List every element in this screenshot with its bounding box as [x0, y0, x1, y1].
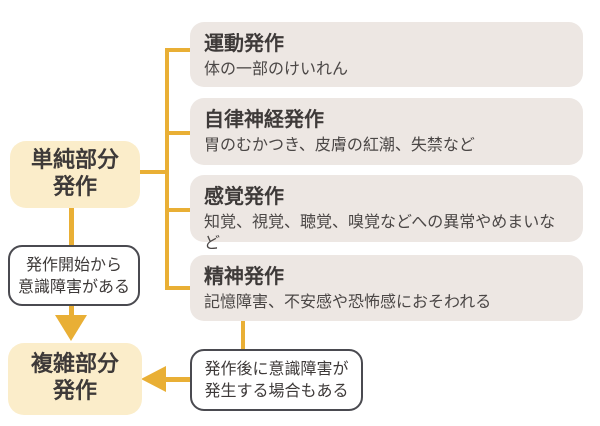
arrow-left-icon [141, 366, 166, 392]
category-description: 知覚、視覚、聴覚、嗅覚などへの異常やめまいなど [204, 212, 556, 252]
complex-partial-seizure-node: 複雑部分 発作 [8, 343, 142, 415]
simple-partial-label-line2: 発作 [52, 174, 97, 200]
note-line2: 発生する場合もある [204, 381, 349, 400]
category-psychic-seizure: 精神発作 記憶障害、不安感や恐怖感におそわれる [190, 255, 583, 321]
connector-psychic-to-note [241, 321, 245, 351]
category-motor-seizure: 運動発作 体の一部のけいれん [190, 22, 583, 87]
category-description: 胃のむかつき、皮膚の紅潮、失禁など [204, 135, 475, 154]
note-line1: 発作後に意識障害が [204, 359, 349, 379]
note-consciousness-after-seizure: 発作後に意識障害が 発生する場合もある [190, 349, 363, 411]
complex-partial-label-line1: 複雑部分 [30, 352, 119, 378]
connector-simple-to-trunk [140, 170, 167, 174]
category-description: 体の一部のけいれん [204, 59, 349, 78]
category-description: 記憶障害、不安感や恐怖感におそわれる [204, 292, 492, 311]
category-title: 感覚発作 [204, 184, 284, 208]
simple-partial-label-line1: 単純部分 [30, 147, 119, 173]
category-title: 運動発作 [204, 31, 284, 55]
note-line2: 意識障害がある [17, 276, 130, 296]
connector-note-to-complex [164, 377, 192, 382]
connector-branch-autonomic [165, 131, 192, 135]
note-line1: 発作開始から [25, 254, 122, 274]
connector-branch-sensory [165, 208, 192, 212]
simple-partial-seizure-node: 単純部分 発作 [10, 141, 140, 208]
category-title: 自律神経発作 [204, 107, 324, 131]
connector-trunk [165, 48, 169, 290]
connector-branch-motor [165, 48, 192, 52]
note-consciousness-from-onset: 発作開始から 意識障害がある [8, 245, 140, 306]
arrow-down-icon [55, 315, 87, 341]
category-sensory-seizure: 感覚発作 知覚、視覚、聴覚、嗅覚などへの異常やめまいなど [190, 175, 583, 252]
complex-partial-label-line2: 発作 [52, 379, 97, 404]
category-title: 精神発作 [204, 264, 284, 288]
connector-branch-psychic [165, 286, 192, 290]
category-autonomic-seizure: 自律神経発作 胃のむかつき、皮膚の紅潮、失禁など [190, 98, 583, 165]
